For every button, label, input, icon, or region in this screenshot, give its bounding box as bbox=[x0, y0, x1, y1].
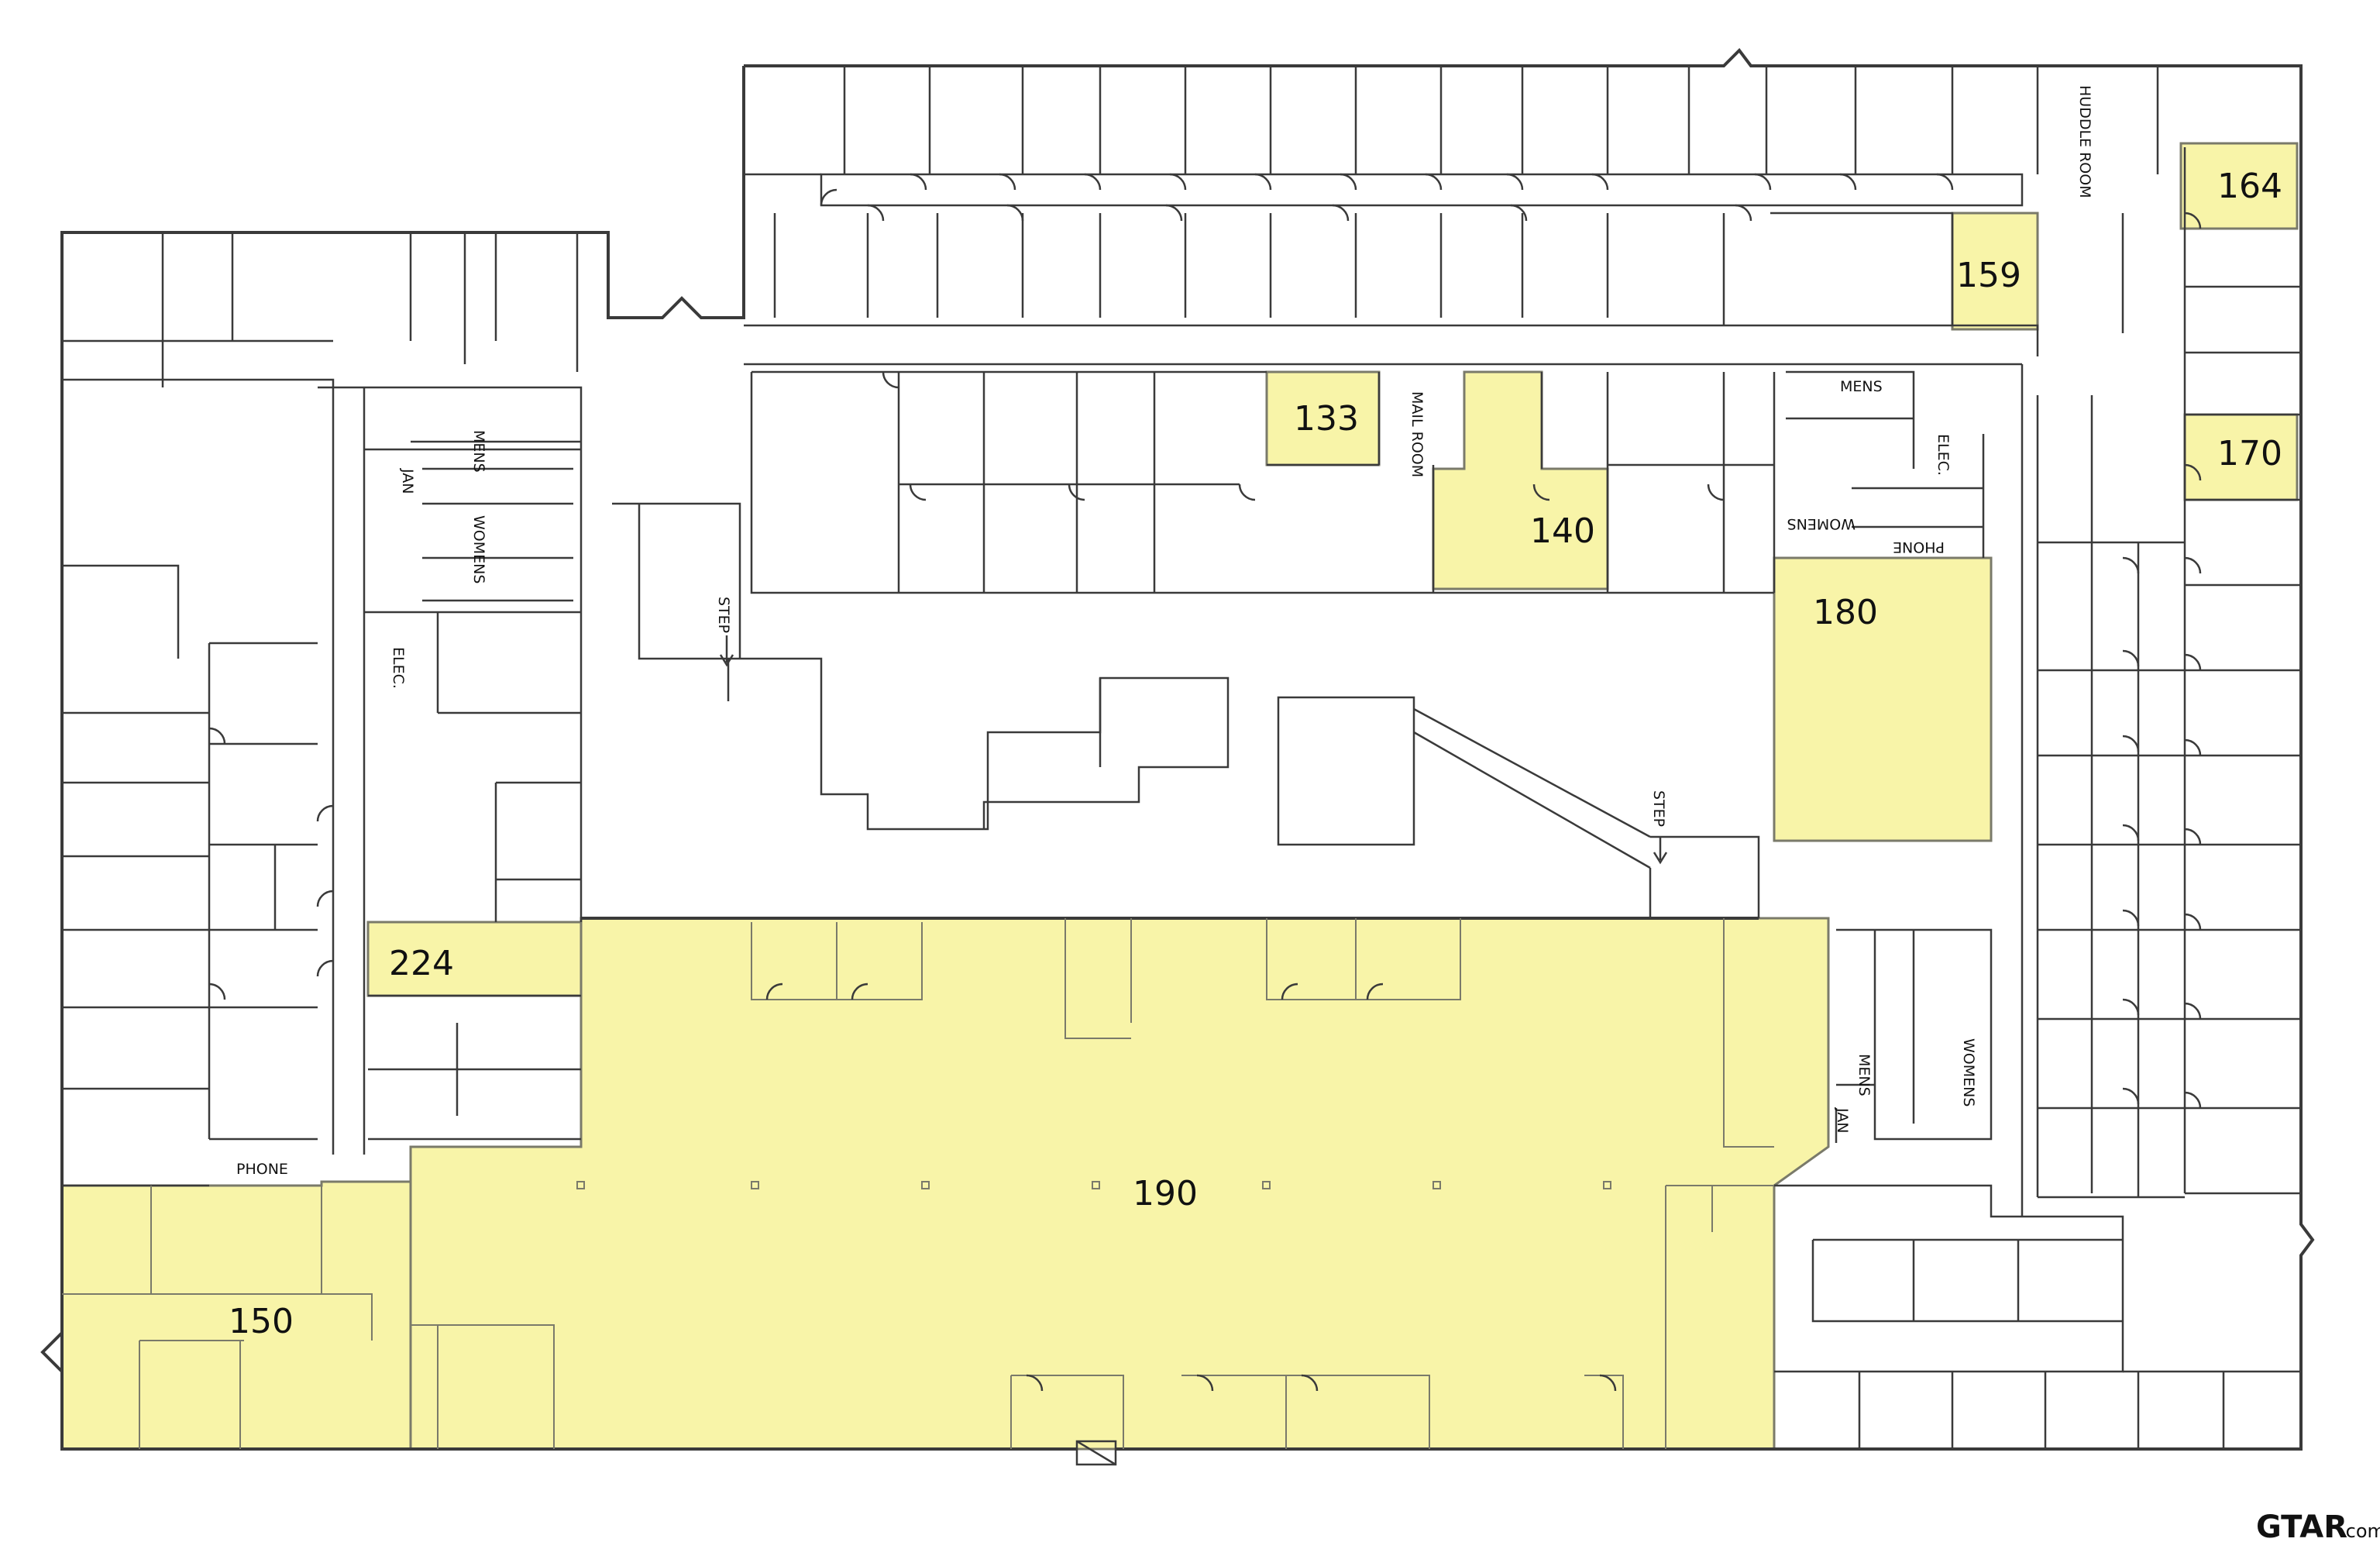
suite-224-area[interactable] bbox=[366, 921, 583, 997]
mens-left-label: MENS bbox=[470, 430, 487, 473]
doors bbox=[208, 173, 2202, 1392]
jan-lower-label: JAN bbox=[1834, 1107, 1851, 1133]
exterior-walls bbox=[40, 47, 2315, 1451]
interior-walls bbox=[62, 66, 2301, 1466]
logo-brand: GTAR bbox=[2256, 1509, 2347, 1542]
room-labels: HUDDLE ROOM MAIL ROOM MENS WOMENS ELEC. … bbox=[236, 85, 2093, 1178]
step-arrows bbox=[719, 635, 1668, 865]
unit-labels: 133 140 150 159 164 170 180 190 224 bbox=[229, 167, 2282, 1341]
unit-170-label: 170 bbox=[2217, 434, 2282, 473]
elec-right-label: ELEC. bbox=[1935, 434, 1952, 476]
mens-lower-label: MENS bbox=[1856, 1054, 1873, 1096]
womens-top-label: WOMENS bbox=[1787, 515, 1856, 532]
unit-150-label: 150 bbox=[229, 1302, 294, 1341]
available-suites bbox=[60, 142, 2299, 1451]
phone-right-label: PHONE bbox=[1893, 539, 1945, 556]
mail-room-label: MAIL ROOM bbox=[1408, 391, 1426, 477]
unit-180-label: 180 bbox=[1813, 593, 1878, 632]
womens-left-label: WOMENS bbox=[470, 515, 487, 583]
unit-133-label: 133 bbox=[1294, 399, 1359, 439]
jan-left-label: JAN bbox=[399, 468, 416, 494]
elec-left-label: ELEC. bbox=[390, 647, 407, 689]
suite-180-area[interactable] bbox=[1773, 556, 1993, 842]
huddle-room-label: HUDDLE ROOM bbox=[2076, 85, 2093, 198]
unit-190-label: 190 bbox=[1133, 1174, 1198, 1213]
logo-suffix: .com bbox=[2340, 1520, 2380, 1542]
unit-159-label: 159 bbox=[1956, 256, 2021, 295]
step-right-label: STEP bbox=[1650, 790, 1667, 827]
mens-top-label: MENS bbox=[1840, 378, 1883, 395]
unit-224-label: 224 bbox=[389, 944, 454, 983]
unit-140-label: 140 bbox=[1530, 511, 1595, 551]
suite-190-area[interactable] bbox=[409, 917, 1830, 1451]
unit-164-label: 164 bbox=[2217, 167, 2282, 206]
suite-159-area[interactable] bbox=[1951, 212, 2039, 331]
step-left-label: STEP bbox=[715, 597, 732, 633]
phone-left-label: PHONE bbox=[236, 1161, 288, 1178]
gtar-logo: GTAR .com bbox=[2256, 1509, 2380, 1542]
suite-140-area[interactable] bbox=[1432, 370, 1609, 590]
womens-lower-label: WOMENS bbox=[1960, 1038, 1977, 1107]
suite-164-area[interactable] bbox=[2179, 142, 2299, 230]
